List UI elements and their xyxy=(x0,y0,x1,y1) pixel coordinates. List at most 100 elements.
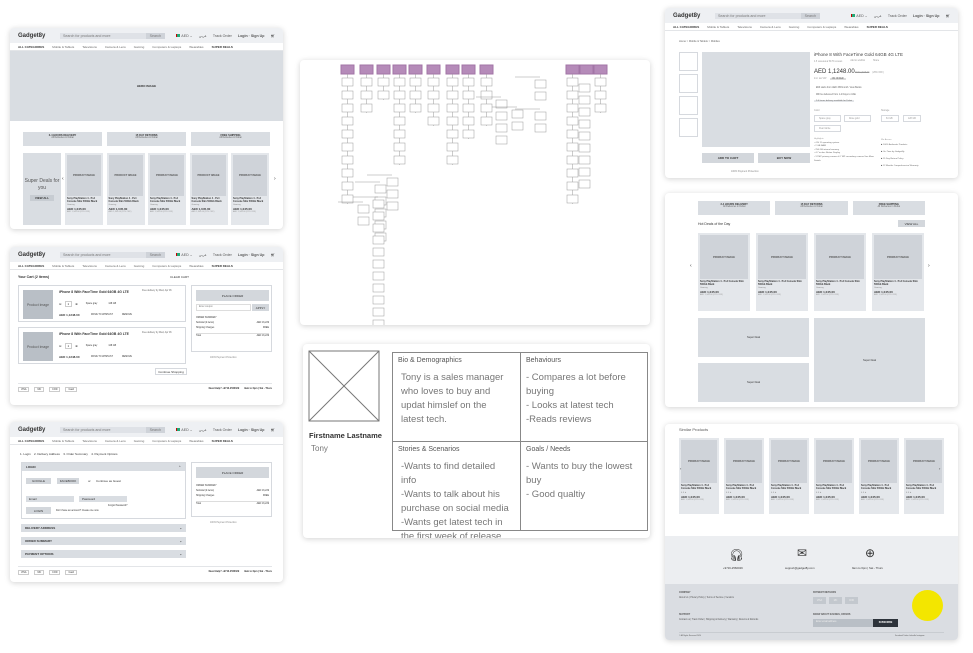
currency-selector[interactable]: AED ⌄ xyxy=(176,252,193,257)
language-toggle[interactable]: عربي xyxy=(198,252,207,257)
remove-link[interactable]: REMOVE xyxy=(122,356,132,358)
language-toggle[interactable]: عربي xyxy=(873,13,882,18)
minus-icon[interactable]: ⊖ xyxy=(59,344,62,348)
minus-icon[interactable]: ⊖ xyxy=(59,302,62,306)
nav-item[interactable]: Televisions xyxy=(737,24,752,29)
support-links[interactable]: Contact us | Track Order | Shipping & De… xyxy=(679,619,759,621)
newsletter-email-input[interactable]: Enter email address xyxy=(813,619,873,627)
nav-item[interactable]: Mobile & Tablets xyxy=(52,263,75,268)
item-name[interactable]: iPhone 8 With FaceTime Gold 64GB 4G LTE xyxy=(59,290,129,294)
language-toggle[interactable]: عربي xyxy=(198,33,207,38)
help-phone[interactable]: Need Help? +9716-2560029 xyxy=(208,387,240,390)
nav-item[interactable]: Camera & Lens xyxy=(759,24,781,29)
move-to-wishlist-link[interactable]: MOVE TO WISHLIST xyxy=(91,356,113,358)
cart-icon[interactable]: 🛒︎ xyxy=(945,13,950,18)
quantity-field[interactable]: 1 xyxy=(64,301,73,307)
super-deal-banner[interactable]: Super Deal xyxy=(698,363,809,402)
thumbnail[interactable] xyxy=(679,96,698,115)
nav-item[interactable]: SUPER DEALS xyxy=(211,263,233,268)
nav-item[interactable]: Camera & Lens xyxy=(104,438,126,443)
carousel-prev-icon[interactable]: ‹ xyxy=(690,263,692,269)
nav-item[interactable]: ALL CATEGORIES xyxy=(18,438,45,443)
thumbnail[interactable] xyxy=(679,74,698,93)
buy-now-button[interactable]: BUY NOW xyxy=(758,153,810,163)
track-order-menu[interactable]: Track Order xyxy=(212,33,232,38)
carousel-next-icon[interactable]: › xyxy=(928,263,930,269)
nav-item[interactable]: Camera & Lens xyxy=(104,263,126,268)
nav-item[interactable]: Gaming xyxy=(788,24,800,29)
nav-item[interactable]: Televisions xyxy=(82,263,97,268)
login-signup-link[interactable]: Login · Sign Up xyxy=(237,427,265,432)
nav-item[interactable]: Camera & Lens xyxy=(104,44,126,49)
currency-selector[interactable]: AED ⌄ xyxy=(176,33,193,38)
carousel-next-icon[interactable]: › xyxy=(274,176,276,182)
login-signup-link[interactable]: Login · Sign Up xyxy=(912,13,940,18)
company-links[interactable]: About Us | Privacy Policy | Terms of Ser… xyxy=(679,597,734,599)
nav-item[interactable]: SUPER DEALS xyxy=(211,438,233,443)
plus-icon[interactable]: ⊕ xyxy=(75,302,78,306)
track-order-menu[interactable]: Track Order xyxy=(887,13,907,18)
nav-item[interactable]: Televisions xyxy=(82,438,97,443)
storage-option[interactable]: 128 GB xyxy=(903,115,921,122)
nav-item[interactable]: Wearables xyxy=(844,24,859,29)
continue-shopping-button[interactable]: Continue Shopping xyxy=(155,368,187,375)
google-login-button[interactable]: GOOGLE xyxy=(26,478,51,484)
order-summary-section[interactable]: ORDER SUMMARY⌄ xyxy=(21,537,186,545)
carousel-prev-icon[interactable]: ‹ xyxy=(62,176,64,182)
logo[interactable]: Gadget8y xyxy=(18,251,46,258)
nav-item[interactable]: Wearables xyxy=(189,438,204,443)
facebook-login-button[interactable]: FACEBOOK xyxy=(57,478,79,484)
payment-options-section[interactable]: PAYMENT OPTIONS⌄ xyxy=(21,550,186,558)
nav-item[interactable]: Computers & Laptops xyxy=(807,24,837,29)
share-link[interactable]: Share xyxy=(873,60,880,62)
nav-item[interactable]: Computers & Laptops xyxy=(152,438,182,443)
cart-icon[interactable]: 🛒︎ xyxy=(270,252,275,257)
remove-link[interactable]: REMOVE xyxy=(122,314,132,316)
nav-item[interactable]: Computers & Laptops xyxy=(152,44,182,49)
nav-item[interactable]: Televisions xyxy=(82,44,97,49)
phone-number[interactable]: +9716-2560029 xyxy=(723,566,743,570)
language-toggle[interactable]: عربي xyxy=(198,427,207,432)
nav-item[interactable]: Mobile & Tablets xyxy=(52,44,75,49)
color-option[interactable]: Space gray xyxy=(814,115,841,122)
login-signup-link[interactable]: Login · Sign Up xyxy=(237,252,265,257)
currency-selector[interactable]: AED ⌄ xyxy=(176,427,193,432)
nav-item[interactable]: SUPER DEALS xyxy=(211,44,233,49)
plus-icon[interactable]: ⊕ xyxy=(75,344,78,348)
nav-item[interactable]: Gaming xyxy=(133,44,145,49)
wishlist-link[interactable]: Add to wishlist xyxy=(850,60,865,62)
nav-item[interactable]: SUPER DEALS xyxy=(866,24,888,29)
place-order-button[interactable]: PLACE ORDER xyxy=(196,467,269,478)
breadcrumb[interactable]: Home > Mobile & Tablets > Mobiles xyxy=(679,40,720,43)
coupon-input[interactable]: Enter coupon xyxy=(196,304,251,311)
logo[interactable]: Gadget8y xyxy=(673,12,701,19)
nav-item[interactable]: Mobile & Tablets xyxy=(707,24,730,29)
quantity-field[interactable]: 1 xyxy=(64,343,73,349)
social-links[interactable]: Facebook Twitter LinkedIn Instagram xyxy=(895,635,925,637)
signup-link[interactable]: Don't have an account? Create one now xyxy=(56,509,99,512)
support-email[interactable]: support@gadget8y.com xyxy=(785,566,815,570)
search-button[interactable]: Search xyxy=(145,251,165,258)
storage-option[interactable]: 64 GB xyxy=(881,115,899,122)
help-phone[interactable]: Need Help? +9716-2560029 xyxy=(208,570,240,573)
nav-item[interactable]: Mobile & Tablets xyxy=(52,438,75,443)
password-field[interactable]: Password xyxy=(79,496,127,502)
carousel-prev-icon[interactable]: ‹ xyxy=(680,466,682,471)
cart-icon[interactable]: 🛒︎ xyxy=(270,427,275,432)
place-order-button[interactable]: PLACE ORDER xyxy=(196,290,269,301)
add-to-cart-button[interactable]: ADD TO CART xyxy=(702,153,754,163)
